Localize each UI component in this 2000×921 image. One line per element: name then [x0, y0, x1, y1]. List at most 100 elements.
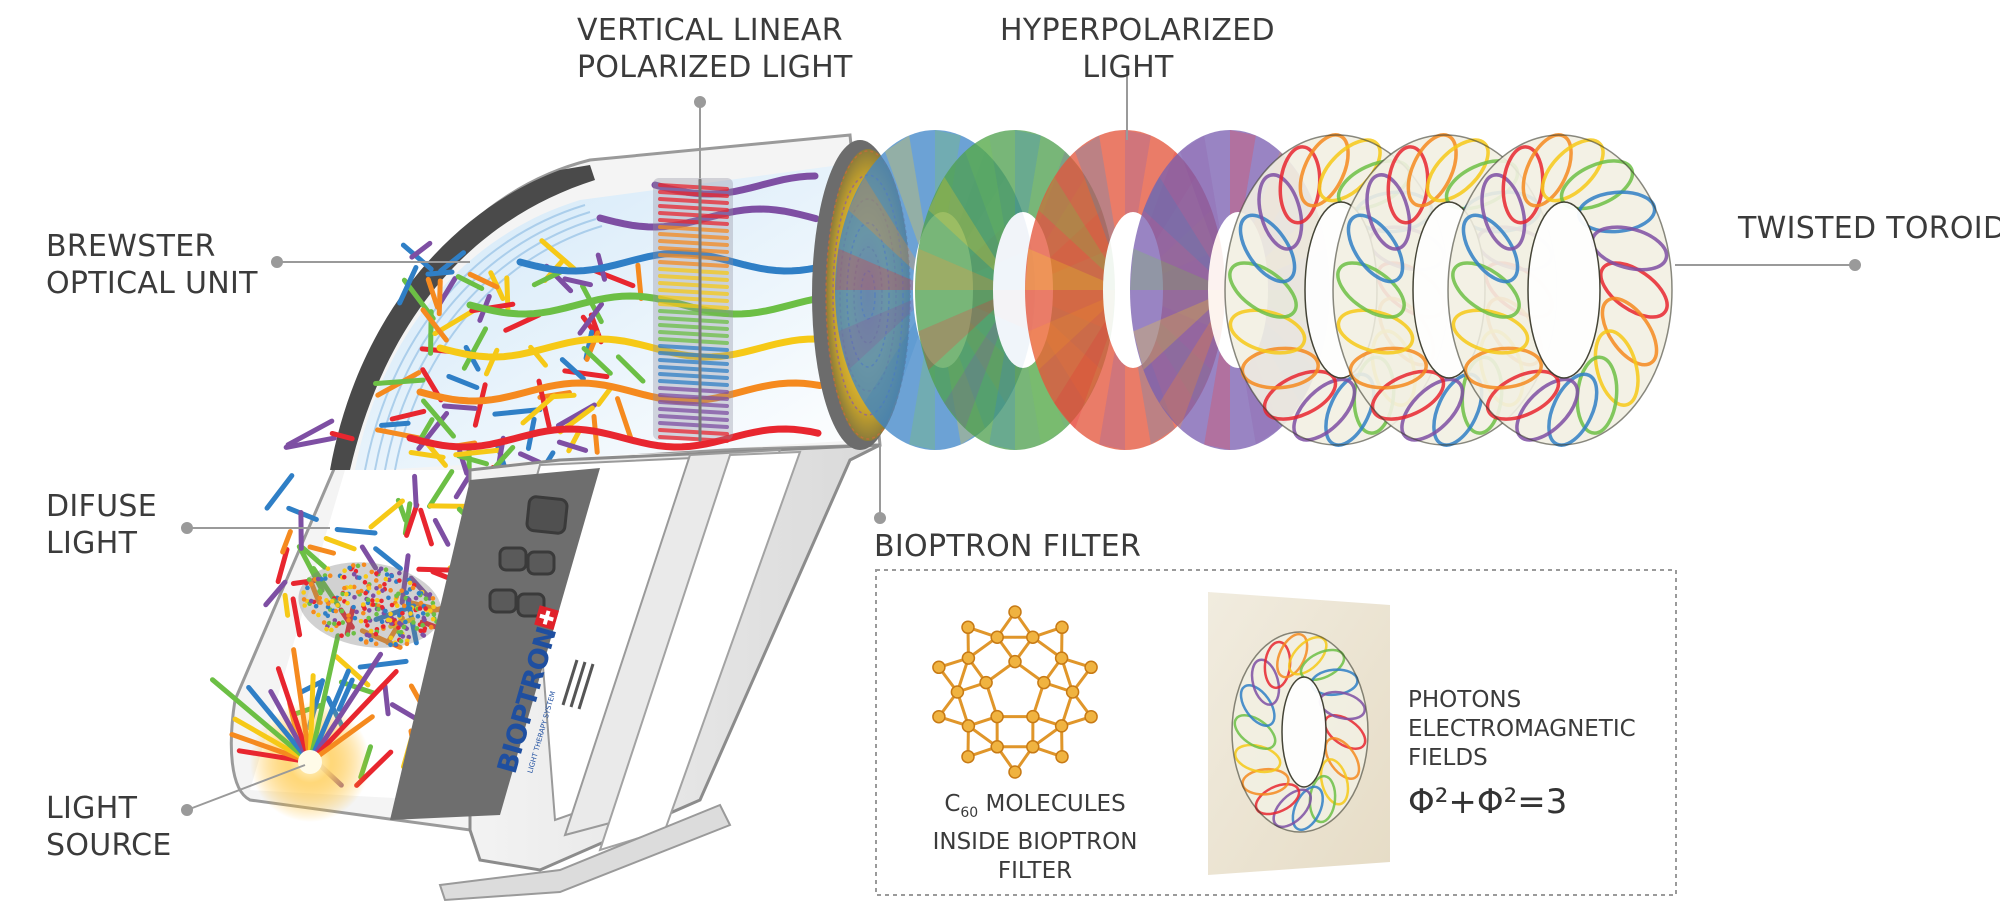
twisted-toroid	[1231, 631, 1369, 833]
toroid-winding	[1346, 213, 1405, 284]
molecule-dot	[398, 638, 404, 644]
c60-subscript: 60	[960, 805, 979, 821]
polarizer-bar	[658, 302, 729, 310]
molecule-dot	[342, 585, 347, 591]
molecule-dot	[355, 589, 361, 595]
molecule-dot	[311, 609, 316, 615]
label-line: VERTICAL LINEAR	[577, 13, 843, 48]
source-ray	[307, 651, 384, 765]
molecule-dot	[323, 576, 328, 581]
molecule-dot	[319, 576, 324, 582]
molecule-dot	[318, 590, 323, 596]
molecule-dot	[332, 618, 338, 623]
polarizer-bar	[658, 281, 729, 289]
molecule-dot	[430, 616, 436, 622]
molecule-dot	[352, 615, 358, 621]
diffuse-ray	[397, 264, 419, 306]
molecule-dot	[404, 641, 410, 647]
label-twisted-toroid: TWISTED TOROID	[1738, 210, 2000, 247]
molecule-dot	[403, 619, 408, 625]
diffuse-ray	[323, 535, 357, 552]
label-line: SOURCE	[46, 828, 172, 863]
diffuse-ray	[282, 592, 291, 618]
diffuse-ray	[577, 301, 605, 336]
toroid-winding	[1365, 173, 1412, 251]
caption-photons: PHOTONS ELECTROMAGNETIC FIELDS	[1408, 686, 1636, 773]
toroid-winding	[1599, 261, 1669, 319]
formula: Φ²+Φ²=3	[1408, 782, 1568, 822]
polarizer-bar	[658, 372, 729, 380]
molecule-dot	[431, 604, 436, 610]
molecule-dot	[410, 585, 416, 591]
polarizer-bar	[658, 218, 729, 226]
polarizer-bar	[658, 428, 729, 436]
label-line: TWISTED TOROID	[1738, 211, 2000, 246]
molecule-dot	[336, 621, 342, 626]
polarizer-bar	[658, 421, 729, 429]
toroid-winding	[1239, 684, 1276, 727]
speaker-grille	[561, 659, 595, 710]
ring-segment	[1028, 290, 1125, 370]
diffuse-ray	[517, 451, 542, 465]
molecule-dot	[386, 595, 391, 601]
twisted-toroids	[1224, 133, 1673, 447]
polarizer-bar	[658, 435, 729, 443]
molecule-dot	[425, 612, 430, 617]
molecule-dot	[366, 585, 372, 591]
molecule-dot	[306, 577, 312, 582]
molecule-dot	[313, 603, 319, 609]
source-ray	[209, 677, 313, 765]
label-line: OPTICAL UNIT	[46, 266, 258, 301]
molecule-dot	[345, 632, 351, 637]
polarizer-bar	[658, 386, 729, 394]
molecule-dot	[404, 590, 410, 595]
polarized-wave	[436, 335, 820, 361]
polarizer-bar	[658, 358, 729, 366]
molecule-dot	[333, 608, 339, 614]
diffuse-ray	[589, 267, 636, 289]
molecule-dot	[303, 580, 309, 586]
twisted-toroid	[1447, 133, 1673, 447]
molecule-dot	[393, 642, 398, 647]
toroid-winding	[1336, 308, 1415, 355]
molecule-dot	[326, 620, 332, 626]
toroid-winding	[1406, 133, 1458, 208]
toroid-winding	[1233, 743, 1282, 774]
molecule-dot	[430, 600, 436, 606]
molecule-dot	[363, 640, 369, 645]
toroid-winding	[1298, 133, 1350, 208]
diffuse-ray	[263, 579, 288, 608]
molecule-dot	[368, 628, 374, 634]
molecule-dot	[317, 595, 323, 601]
polarizer-bar	[658, 295, 729, 303]
molecule-dot	[397, 578, 402, 583]
toroid-winding	[1400, 377, 1465, 442]
molecule-dot	[361, 562, 367, 568]
molecule-dot	[370, 602, 376, 607]
toroid-winding	[1451, 261, 1521, 319]
molecule-dot	[388, 642, 393, 648]
toroid-winding	[1461, 213, 1520, 284]
toroid-winding	[1480, 173, 1527, 251]
molecule-dot	[361, 610, 366, 616]
c60-atom	[1026, 709, 1040, 724]
callout-lines	[181, 68, 1861, 816]
polarizer-bar	[658, 253, 729, 261]
ring-segment	[848, 176, 935, 290]
c60-atom	[961, 719, 976, 733]
polarizer-bar	[658, 239, 729, 247]
c60-rest: MOLECULES	[978, 791, 1126, 817]
molecule-dot	[363, 618, 369, 624]
c60-atom	[990, 630, 1004, 644]
molecule-dot	[373, 578, 379, 583]
molecule-dot	[416, 591, 422, 596]
molecule-dot	[380, 588, 385, 593]
c60-atom	[1055, 620, 1069, 635]
molecule-dot	[431, 612, 437, 617]
molecule-dot	[421, 633, 427, 638]
diffuse-ray	[615, 396, 635, 444]
molecule-dot	[388, 635, 394, 641]
c60-atom	[1026, 740, 1040, 754]
molecule-dot	[321, 620, 327, 625]
c60-symbol: C	[944, 791, 961, 817]
